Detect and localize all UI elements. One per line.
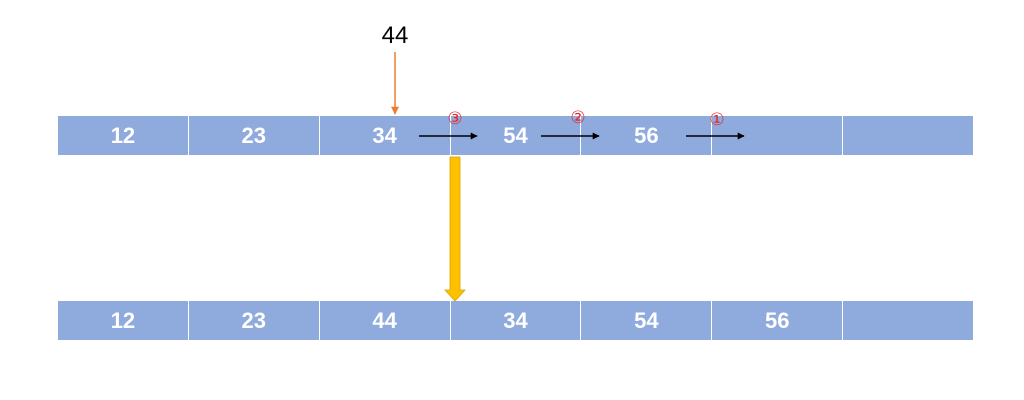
after-array: 12 23 44 34 54 56: [58, 301, 974, 340]
step-label-1: ①: [709, 110, 725, 129]
array-cell: [843, 301, 974, 340]
array-cell: 56: [712, 301, 844, 340]
array-cell: 56: [581, 116, 713, 155]
array-cell: 54: [450, 116, 582, 155]
array-cell: 12: [58, 301, 189, 340]
array-cell: [843, 116, 974, 155]
array-cell: 23: [188, 301, 320, 340]
transform-arrow: [444, 156, 466, 302]
step-label-2: ②: [570, 108, 586, 127]
array-cell: [712, 116, 844, 155]
step-label-3: ③: [447, 109, 463, 128]
array-cell: 44: [319, 301, 451, 340]
array-cell: 12: [58, 116, 189, 155]
array-cell: 54: [581, 301, 713, 340]
before-array: 12 23 34 54 56: [58, 116, 974, 155]
array-cell: 34: [319, 116, 451, 155]
array-cell: 23: [188, 116, 320, 155]
insert-value-label: 44: [381, 22, 409, 49]
array-cell: 34: [450, 301, 582, 340]
